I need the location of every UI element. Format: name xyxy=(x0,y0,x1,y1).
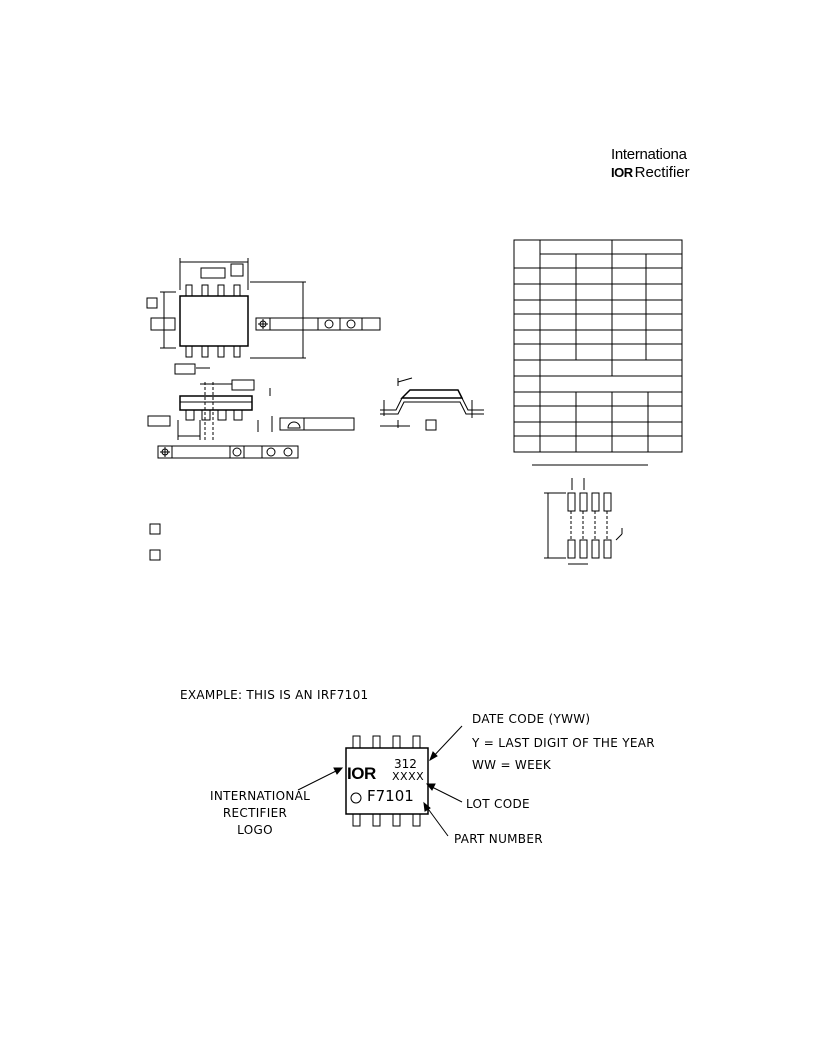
label-part-number: PART NUMBER xyxy=(454,832,543,846)
top-view-pins-top xyxy=(185,284,241,297)
label-logo-line1: INTERNATIONAL xyxy=(210,789,311,803)
chip-date-code: 312 xyxy=(394,757,417,771)
chip-lot-code: XXXX xyxy=(392,770,425,783)
top-view-pins-bottom xyxy=(185,345,241,358)
ior-logo-icon: IOR xyxy=(611,165,633,180)
package-outline-drawing xyxy=(146,239,683,565)
chip-body xyxy=(345,747,429,815)
chip-part-number: F7101 xyxy=(367,787,414,805)
footprint-drawing xyxy=(544,478,623,565)
brand-international: Internationa xyxy=(611,146,687,163)
label-year-desc: Y = LAST DIGIT OF THE YEAR xyxy=(472,736,655,750)
label-logo-line2: RECTIFIER xyxy=(222,806,288,820)
label-week-desc: WW = WEEK xyxy=(472,758,552,772)
dimension-table xyxy=(513,239,683,453)
marking-chip-diagram xyxy=(297,725,463,837)
pin1-indicator-icon xyxy=(350,792,362,804)
label-lot-code: LOT CODE xyxy=(466,797,530,811)
marking-example-title: EXAMPLE: THIS IS AN IRF7101 xyxy=(180,688,369,702)
label-date-code: DATE CODE (YWW) xyxy=(472,712,591,726)
chip-ior-logo-icon: IOR xyxy=(347,764,376,783)
top-view-body xyxy=(179,295,249,347)
label-logo-line3: LOGO xyxy=(237,823,273,837)
